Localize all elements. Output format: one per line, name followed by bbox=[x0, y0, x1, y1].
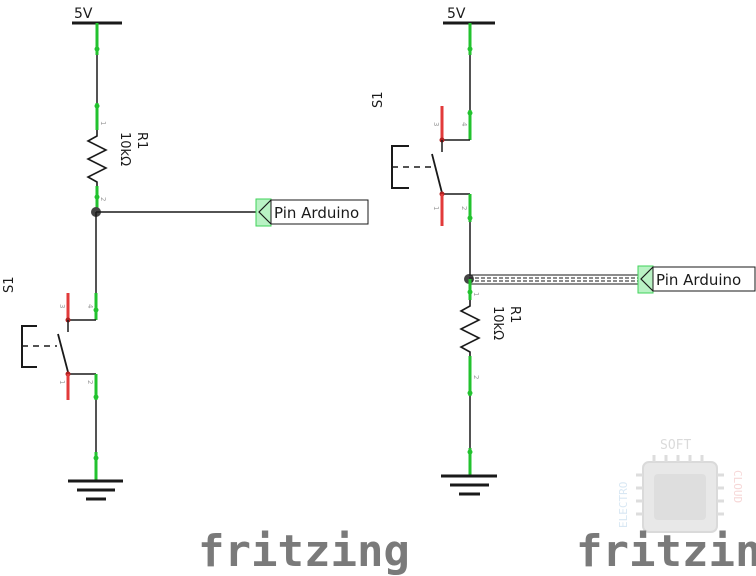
left-ground-symbol bbox=[68, 479, 123, 501]
left-resistor-pin-2: 2 bbox=[99, 197, 107, 201]
right-switch-pin-4: 4 bbox=[460, 122, 468, 127]
fritzing-watermark-right: fritzing bbox=[576, 526, 756, 576]
right-resistor-value: 10kΩ bbox=[490, 306, 505, 340]
left-resistor-value: 10kΩ bbox=[117, 132, 132, 166]
left-switch: 3 4 1 2 bbox=[21, 293, 99, 400]
right-resistor: 1 2 bbox=[459, 279, 481, 396]
right-net-label: Pin Arduino bbox=[637, 265, 756, 294]
left-supply-label: 5V bbox=[74, 6, 93, 22]
left-switch-pin-2: 2 bbox=[86, 380, 94, 384]
right-switch-pin-3: 3 bbox=[432, 122, 440, 126]
logo-text-left: ELECTRO bbox=[617, 482, 630, 528]
left-resistor-pin-1: 1 bbox=[99, 121, 107, 125]
right-switch-ref: S1 bbox=[371, 91, 386, 108]
right-switch-pin-2: 2 bbox=[460, 206, 468, 210]
left-switch-pin-4: 4 bbox=[86, 304, 94, 309]
right-circuit: 5V 3 4 1 2 S1 bbox=[371, 6, 756, 496]
left-circuit: 5V 1 2 R1 10kΩ Pin Arduino bbox=[2, 6, 369, 501]
right-net-link bbox=[469, 274, 641, 285]
electrosoft-logo: SOFT ELECTRO CLOUD bbox=[617, 438, 744, 533]
right-net-label-text: Pin Arduino bbox=[656, 271, 741, 289]
left-switch-pin-1: 1 bbox=[58, 380, 66, 384]
left-resistor-ref: R1 bbox=[134, 132, 149, 149]
right-switch-pin-1: 1 bbox=[432, 206, 440, 210]
right-resistor-pin-2: 2 bbox=[472, 375, 480, 379]
left-net-label: Pin Arduino bbox=[255, 198, 369, 227]
logo-text-top: SOFT bbox=[660, 438, 691, 453]
right-supply-label: 5V bbox=[447, 6, 466, 22]
right-ground-symbol bbox=[441, 474, 497, 496]
right-resistor-pin-1: 1 bbox=[472, 292, 480, 296]
left-net-label-text: Pin Arduino bbox=[274, 204, 359, 222]
left-switch-ref: S1 bbox=[2, 276, 17, 293]
left-resistor: 1 2 bbox=[86, 103, 108, 212]
right-resistor-ref: R1 bbox=[507, 306, 522, 323]
fritzing-watermark-left: fritzing bbox=[198, 526, 410, 576]
right-switch: 3 4 1 2 bbox=[391, 106, 473, 226]
left-switch-pin-3: 3 bbox=[58, 304, 66, 308]
logo-text-right: CLOUD bbox=[731, 470, 744, 503]
